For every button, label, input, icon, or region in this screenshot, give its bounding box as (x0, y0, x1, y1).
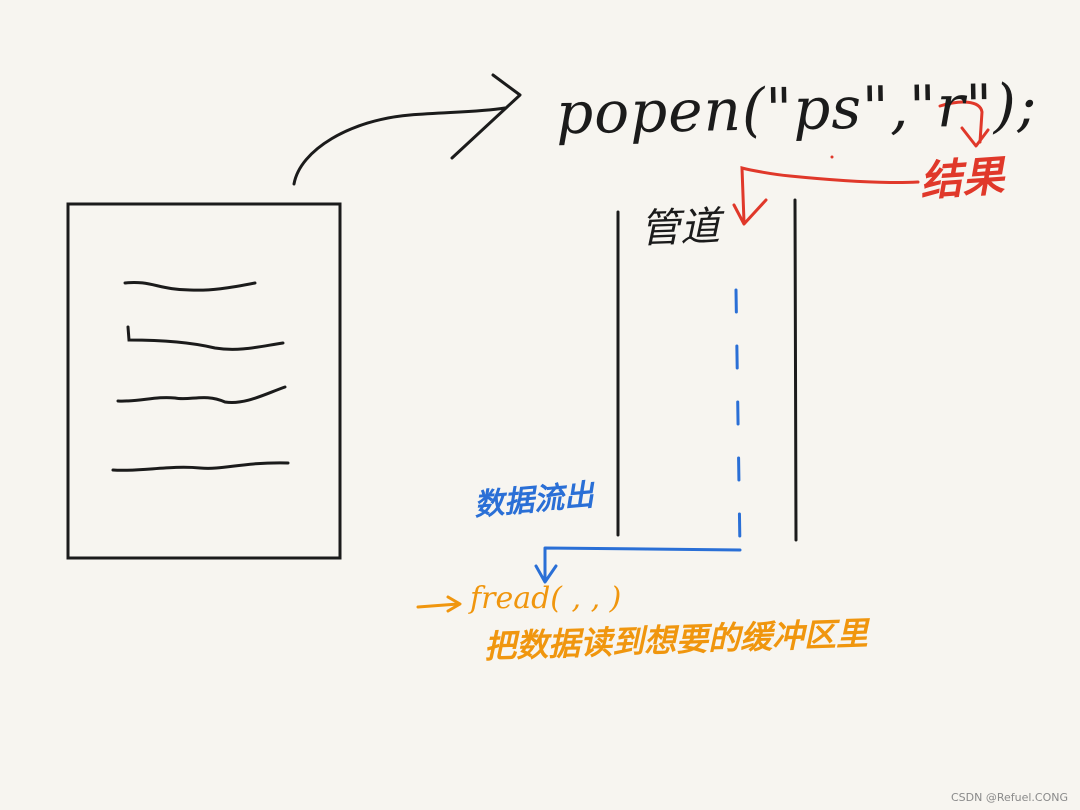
result-to-pipe-arrowhead (732, 198, 768, 226)
fread-call-label: fread( , , ) (470, 581, 622, 616)
data-flow-turn (543, 546, 742, 582)
document-line (123, 280, 257, 292)
pipe-label: 管道 (639, 203, 721, 253)
popen-call-label: popen("ps","r"); (555, 70, 1038, 148)
result-to-pipe-arrow (740, 166, 920, 224)
document-line (126, 325, 285, 351)
document-box (66, 202, 342, 560)
pipe-right-wall (793, 198, 798, 542)
document-line (116, 385, 287, 405)
curved-arrow (292, 106, 507, 186)
result-hook-arrow (938, 100, 984, 144)
fread-pointer-arrow (416, 602, 460, 609)
result-hook-arrowhead (960, 126, 990, 148)
document-line (111, 461, 290, 472)
ink-dot (830, 155, 834, 159)
arrow-head (450, 73, 522, 160)
watermark: CSDN @Refuel.CONG (950, 791, 1068, 804)
fread-pointer-arrowhead (446, 595, 462, 613)
result-label: 结果 (918, 151, 1006, 206)
data-flow-dashes (734, 288, 742, 552)
data-flow-arrowhead (534, 564, 558, 584)
